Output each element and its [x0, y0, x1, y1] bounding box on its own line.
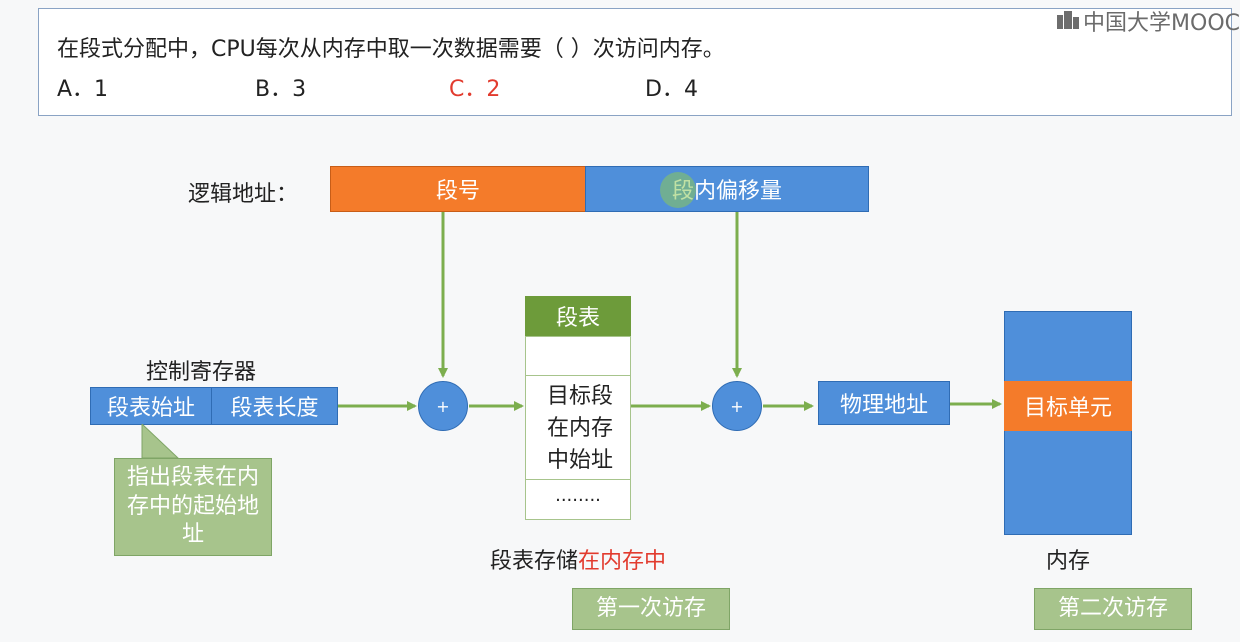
mooc-logo-text: 中国大学MOOC — [1083, 11, 1240, 36]
cursor-highlight — [660, 172, 696, 208]
mooc-logo-icon — [1057, 11, 1080, 31]
segment-table-body: 目标段在内存中始址 ........ — [525, 336, 631, 520]
question-text: 在段式分配中，CPU每次从内存中取一次数据需要（ ）次访问内存。 — [57, 37, 725, 62]
option-a: A．1 — [57, 77, 109, 102]
segment-offset-box: 段内偏移量 — [585, 166, 869, 212]
target-unit-box: 目标单元 — [1004, 381, 1132, 431]
second-access-note: 第二次访存 — [1034, 588, 1192, 630]
logical-address-label: 逻辑地址： — [188, 182, 299, 207]
mooc-logo: 中国大学MOOC — [1057, 6, 1240, 36]
register-note: 指出段表在内存中的起始地址 — [114, 458, 272, 556]
question-box: 在段式分配中，CPU每次从内存中取一次数据需要（ ）次访问内存。 A．1 B．3… — [38, 8, 1232, 116]
adder-2: + — [712, 381, 762, 431]
option-c: C．2 — [449, 77, 501, 102]
segment-table-header: 段表 — [525, 296, 631, 336]
physical-address-box: 物理地址 — [818, 381, 950, 425]
segment-table-caption-prefix: 段表存储 — [490, 549, 579, 574]
adder-1: + — [418, 381, 468, 431]
option-d: D．4 — [645, 77, 698, 102]
segment-table-caption-highlight: 在内存中 — [578, 549, 667, 574]
segment-table-start-box: 段表始址 — [90, 387, 212, 425]
option-b: B．3 — [255, 77, 307, 102]
control-register-label: 控制寄存器 — [146, 360, 257, 385]
segment-table-entry: 目标段在内存中始址 — [546, 384, 613, 473]
memory-label: 内存 — [1046, 549, 1091, 574]
first-access-note: 第一次访存 — [572, 588, 730, 630]
segment-table-caption: 段表存储在内存中 — [490, 543, 666, 575]
segment-table-dots: ........ — [555, 485, 601, 506]
segment-table-length-box: 段表长度 — [211, 387, 338, 425]
segment-number-box: 段号 — [330, 166, 586, 212]
